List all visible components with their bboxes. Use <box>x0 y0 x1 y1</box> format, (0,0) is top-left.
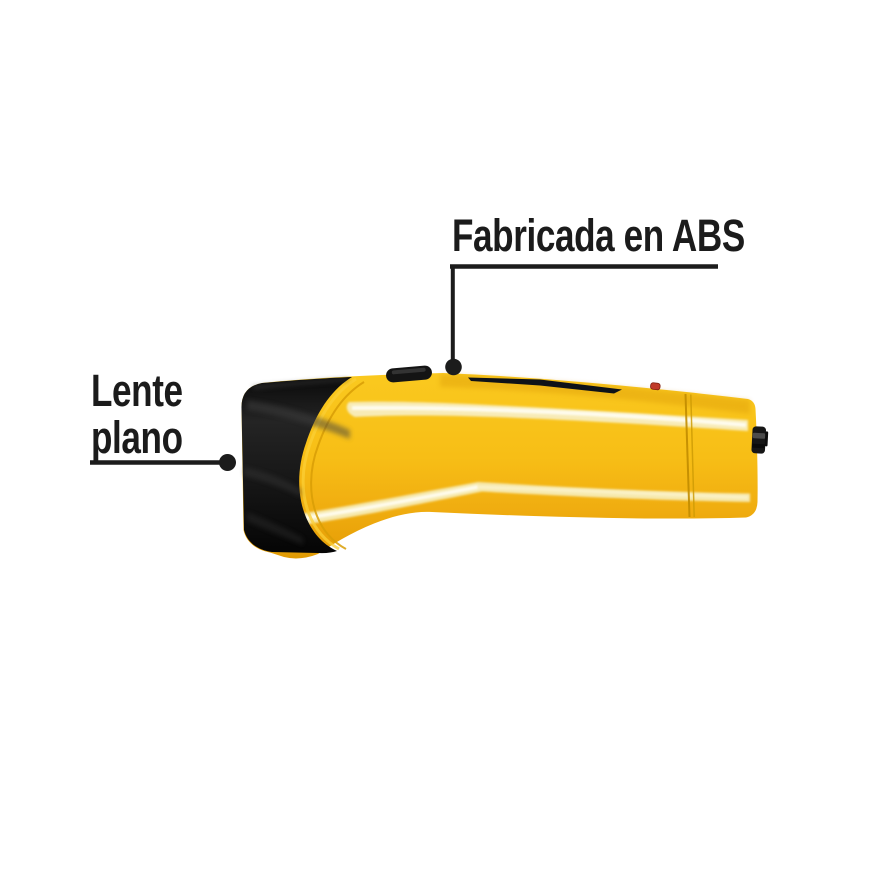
label-lens-line2: plano <box>91 412 183 463</box>
neck-edge-light <box>301 377 357 551</box>
tailcap-seam-line <box>684 393 691 518</box>
callout-lente <box>90 454 236 471</box>
callout-dot-lente <box>219 454 236 471</box>
red-indicator <box>650 382 661 391</box>
body-bottom-highlight-faint <box>477 485 749 499</box>
callout-fabricada <box>445 264 718 376</box>
body-top-strip <box>468 377 622 394</box>
neck-crease-line <box>310 381 365 550</box>
power-button <box>386 365 432 383</box>
body-top-highlight-core <box>351 405 747 427</box>
label-lens: Lente plano <box>91 367 183 461</box>
label-material: Fabricada en ABS <box>452 210 745 261</box>
head-reflection-streak-2 <box>244 467 301 497</box>
tail-knob <box>751 426 769 454</box>
head-reflection-streak <box>247 400 350 439</box>
callout-dot-fabricada <box>445 358 462 376</box>
label-lens-line1: Lente <box>91 365 183 416</box>
flashlight-head <box>241 377 352 554</box>
tailcap-seam-line-2 <box>690 394 695 518</box>
head-top-rim-light <box>252 378 348 389</box>
head-reflection-streak-3 <box>247 512 303 545</box>
